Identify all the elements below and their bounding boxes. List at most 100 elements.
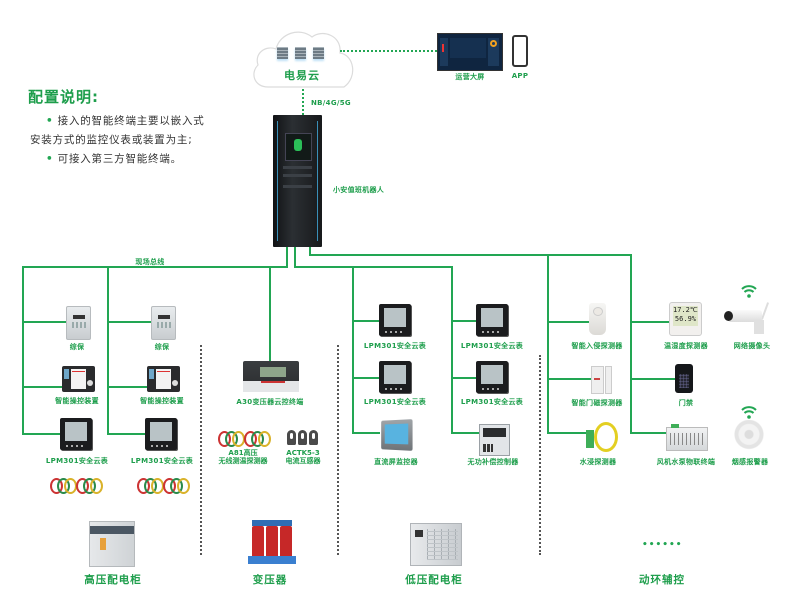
var-compensation-controller-image [479, 424, 510, 456]
current-transformer-clamps-image [287, 430, 321, 446]
device-label: 智能操控装置 [140, 397, 184, 405]
smoke-alarm-image [733, 420, 765, 452]
lv-switchgear-image [410, 523, 462, 566]
section-divider [539, 355, 541, 555]
label-line: ACTK5-3 [286, 449, 320, 457]
branch-line [22, 321, 66, 323]
mobile-app-image [512, 35, 528, 67]
lpm301-meter-image [145, 418, 177, 450]
bus-line [630, 254, 632, 433]
server-icon [277, 47, 288, 59]
lpm301-meter-image [379, 304, 411, 336]
bus-line [22, 266, 24, 434]
branch-line [352, 320, 379, 322]
branch-line [352, 377, 379, 379]
branch-line [22, 386, 62, 388]
device-label: 烟感报警器 [731, 458, 769, 466]
label-line: 无线测温探测器 [218, 457, 268, 465]
bus-line [352, 266, 354, 433]
branch-line [547, 321, 589, 323]
branch-line [451, 320, 476, 322]
temperature-sensor-rings-image [50, 478, 105, 494]
more-devices-ellipsis: •••••• [642, 540, 683, 550]
device-label: 无功补偿控制器 [467, 458, 519, 466]
bus-line [107, 266, 109, 434]
section-divider [337, 345, 339, 555]
branch-line [107, 321, 151, 323]
device-label: LPM301安全云表 [45, 457, 109, 465]
server-icon [313, 47, 324, 59]
smart-control-device-image [62, 366, 95, 392]
device-label: 智能门磁探测器 [571, 399, 623, 407]
label-line: 电流互感器 [285, 457, 321, 465]
protection-relay-image [66, 306, 91, 340]
branch-line [630, 321, 669, 323]
branch-line [630, 432, 667, 434]
device-label: 风机水泵物联终端 [656, 458, 716, 466]
bus-line [269, 266, 271, 361]
config-note-1: • 接入的智能终端主要以嵌入式 [46, 113, 205, 128]
duty-robot-label: 小安值班机器人 [333, 186, 385, 194]
device-label: LPM301安全云表 [130, 457, 194, 465]
device-label: LPM301安全云表 [363, 398, 427, 406]
device-label: 门禁 [678, 399, 694, 407]
lpm301-meter-image [476, 361, 508, 393]
temperature-sensor-rings-image [137, 478, 192, 494]
a81-sensor-label: A81高压无线测温探测器 [219, 449, 268, 465]
lpm301-meter-image [379, 361, 411, 393]
app-label: APP [511, 72, 529, 80]
branch-line [451, 432, 479, 434]
section-divider [200, 345, 202, 555]
lpm301-meter-image [476, 304, 508, 336]
lpm301-meter-image [60, 418, 92, 450]
humidity-readout: 56.9% [674, 315, 696, 323]
branch-line [107, 433, 147, 435]
bus-line [451, 266, 453, 433]
water-leak-detector-image [586, 422, 620, 454]
wifi-icon [741, 406, 757, 419]
cloud-label: 电易云 [284, 69, 320, 82]
branch-line [107, 386, 147, 388]
branch-line [451, 377, 476, 379]
device-label: 综保 [154, 343, 170, 351]
cloud-icon [253, 31, 354, 88]
duty-robot-cabinet-image [273, 115, 322, 247]
device-label: 智能操控装置 [55, 397, 99, 405]
bus-line [294, 266, 453, 268]
fan-pump-iot-terminal-image [666, 424, 708, 451]
robot-icon [294, 139, 302, 151]
server-icon [295, 47, 306, 59]
a30-terminal-image [243, 361, 299, 392]
device-label: 温湿度探测器 [664, 342, 708, 350]
bus-line [286, 247, 288, 268]
config-note-3-text: 可接入第三方智能终端。 [57, 153, 182, 165]
dashboard-screen-label: 运营大屏 [455, 73, 485, 81]
config-note-3: • 可接入第三方智能终端。 [46, 151, 182, 166]
bus-line [294, 247, 296, 268]
cloud-platform: 电易云 [250, 25, 356, 91]
a81-sensor-rings-image [218, 431, 273, 447]
config-note-2: 安装方式的监控仪表或装置为主; [30, 134, 193, 146]
protection-relay-image [151, 306, 176, 340]
device-label: 综保 [69, 343, 85, 351]
field-bus-line [22, 266, 288, 268]
smart-control-device-image [147, 366, 180, 392]
category-label-hv: 高压配电柜 [84, 574, 142, 586]
wifi-icon [741, 285, 757, 298]
device-label: A30变压器云控终端 [236, 398, 304, 406]
branch-line [630, 378, 675, 380]
label-line: A81高压 [228, 449, 258, 457]
bus-line [309, 247, 311, 256]
branch-line [22, 433, 62, 435]
bullet-icon: • [46, 115, 54, 127]
device-label: LPM301安全云表 [460, 342, 524, 350]
device-label: 智能入侵探测器 [571, 342, 623, 350]
branch-line [547, 378, 591, 380]
category-label-transformer: 变压器 [252, 574, 288, 586]
field-bus-label: 现场总线 [135, 258, 165, 266]
temperature-readout: 17.2℃ [673, 306, 698, 314]
hv-switchgear-image [89, 521, 135, 567]
uplink-label: NB/4G/5G [311, 99, 351, 107]
